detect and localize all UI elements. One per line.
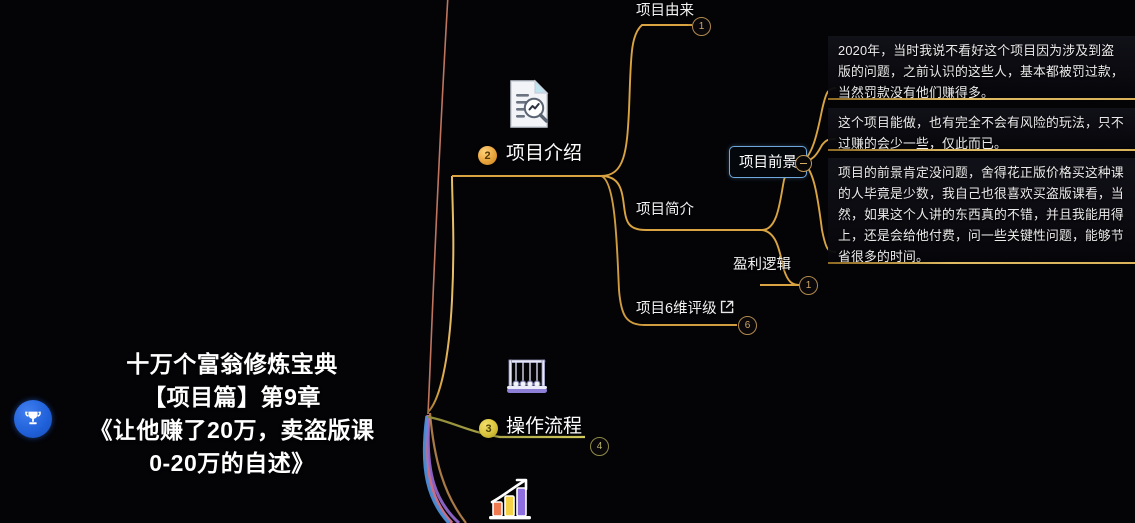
note-text-3: 项目的前景肯定没问题，舍得花正版价格买这种课的人毕竟是少数，我自己也很喜欢买盗版…: [838, 165, 1124, 264]
note-card-3[interactable]: 项目的前景肯定没问题，舍得花正版价格买这种课的人毕竟是少数，我自己也很喜欢买盗版…: [828, 158, 1135, 264]
title-line-3: 《让他赚了20万，卖盗版课: [89, 417, 375, 443]
node-label-project-origin[interactable]: 项目由来: [636, 3, 694, 19]
branch-label-operation-flow[interactable]: 操作流程: [506, 416, 583, 437]
count-badge-six-dimension-rating[interactable]: 6: [738, 316, 757, 335]
count-badge-profit-logic[interactable]: 1: [799, 276, 818, 295]
node-project-prospect[interactable]: 项目前景: [729, 146, 807, 178]
minus-icon[interactable]: [795, 155, 812, 172]
note-text-1: 2020年，当时我说不看好这个项目因为涉及到盗版的问题，之前认识的这些人，基本都…: [838, 43, 1124, 100]
node-label-project-prospect: 项目前景: [739, 155, 797, 171]
page-title: 十万个富翁修炼宝典 【项目篇】第9章 《让他赚了20万，卖盗版课 0-20万的自…: [48, 348, 416, 480]
node-label-profit-logic[interactable]: 盈利逻辑: [733, 257, 791, 273]
newtons-cradle-icon: [504, 355, 550, 408]
growth-bar-chart-icon: [486, 476, 536, 523]
title-line-4: 0-20万的自述》: [149, 450, 315, 476]
node-label-six-dimension-rating[interactable]: 项目6维评级: [636, 301, 717, 317]
trophy-icon: [14, 400, 52, 438]
count-badge-operation-flow[interactable]: 4: [590, 437, 609, 456]
note-text-2: 这个项目能做，也有完全不会有风险的玩法，只不过赚的会少一些，仅此而已。: [838, 115, 1124, 151]
branch-index-3: 3: [479, 419, 498, 438]
title-line-1: 十万个富翁修炼宝典: [126, 351, 338, 377]
external-link-icon[interactable]: [720, 300, 734, 319]
note-card-1[interactable]: 2020年，当时我说不看好这个项目因为涉及到盗版的问题，之前认识的这些人，基本都…: [828, 36, 1135, 100]
title-line-2: 【项目篇】第9章: [143, 384, 321, 410]
node-label-project-brief[interactable]: 项目简介: [636, 202, 694, 218]
note-card-2[interactable]: 这个项目能做，也有完全不会有风险的玩法，只不过赚的会少一些，仅此而已。: [828, 108, 1135, 151]
branch-index-2: 2: [478, 146, 497, 165]
count-badge-project-origin[interactable]: 1: [692, 17, 711, 36]
branch-label-project-intro[interactable]: 项目介绍: [506, 143, 583, 164]
document-analysis-icon: [505, 78, 553, 135]
